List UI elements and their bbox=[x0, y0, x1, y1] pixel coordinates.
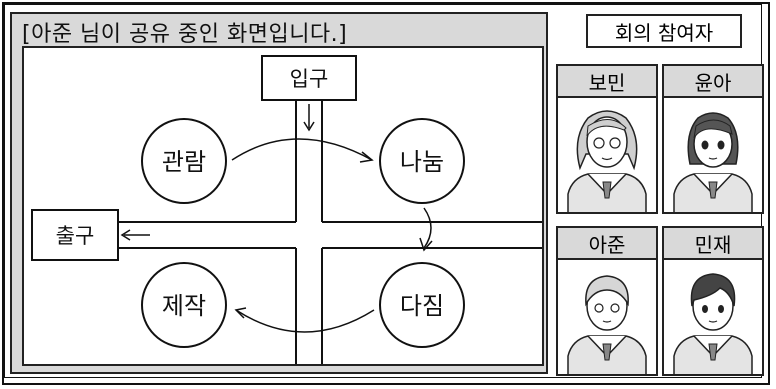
participant-tile[interactable]: 보민 bbox=[556, 64, 658, 214]
participant-name: 민재 bbox=[664, 228, 762, 260]
exit-box bbox=[31, 209, 119, 261]
zone-sharing-circle bbox=[379, 118, 465, 204]
avatar bbox=[673, 112, 753, 212]
flow-arrowhead bbox=[419, 237, 433, 252]
zone-making-circle bbox=[141, 262, 227, 348]
flow-arrow-sharing-to-resolution bbox=[423, 207, 432, 249]
participant-tile[interactable]: 윤아 bbox=[662, 64, 764, 214]
flow-arrow-resolution-to-making bbox=[235, 309, 375, 333]
participant-tile[interactable]: 아준 bbox=[556, 226, 658, 376]
floor-plan-diagram: 입구 출구 관람 나눔 다짐 제작 bbox=[31, 55, 542, 364]
avatar bbox=[673, 273, 753, 374]
zone-viewing-circle bbox=[141, 118, 227, 204]
exit-label: 출구 bbox=[56, 224, 95, 248]
zone-resolution-label: 다짐 bbox=[400, 292, 444, 320]
avatar bbox=[567, 275, 647, 374]
entrance-label: 입구 bbox=[290, 67, 329, 91]
zone-sharing-label: 나눔 bbox=[400, 148, 444, 176]
entrance-box bbox=[261, 55, 357, 101]
participant-tile[interactable]: 민재 bbox=[662, 226, 764, 376]
participant-name: 보민 bbox=[558, 66, 656, 98]
participant-name: 윤아 bbox=[664, 66, 762, 98]
shared-screen-title: [아준 님이 공유 중인 화면입니다.] bbox=[22, 22, 348, 47]
entrance-arrowhead bbox=[303, 121, 315, 132]
shared-screen-canvas: 입구 출구 관람 나눔 다짐 제작 bbox=[22, 46, 544, 366]
participant-name: 아준 bbox=[558, 228, 656, 260]
avatar bbox=[567, 110, 647, 212]
flow-arrowhead bbox=[359, 151, 374, 163]
flow-arrowhead bbox=[234, 307, 247, 319]
participants-panel-title: 회의 참여자 bbox=[586, 14, 742, 48]
zone-making-label: 제작 bbox=[162, 292, 206, 320]
zone-resolution-circle bbox=[379, 262, 465, 348]
exit-arrowhead bbox=[120, 229, 131, 241]
zone-viewing-label: 관람 bbox=[162, 148, 206, 176]
flow-arrow-viewing-to-sharing bbox=[231, 138, 373, 161]
